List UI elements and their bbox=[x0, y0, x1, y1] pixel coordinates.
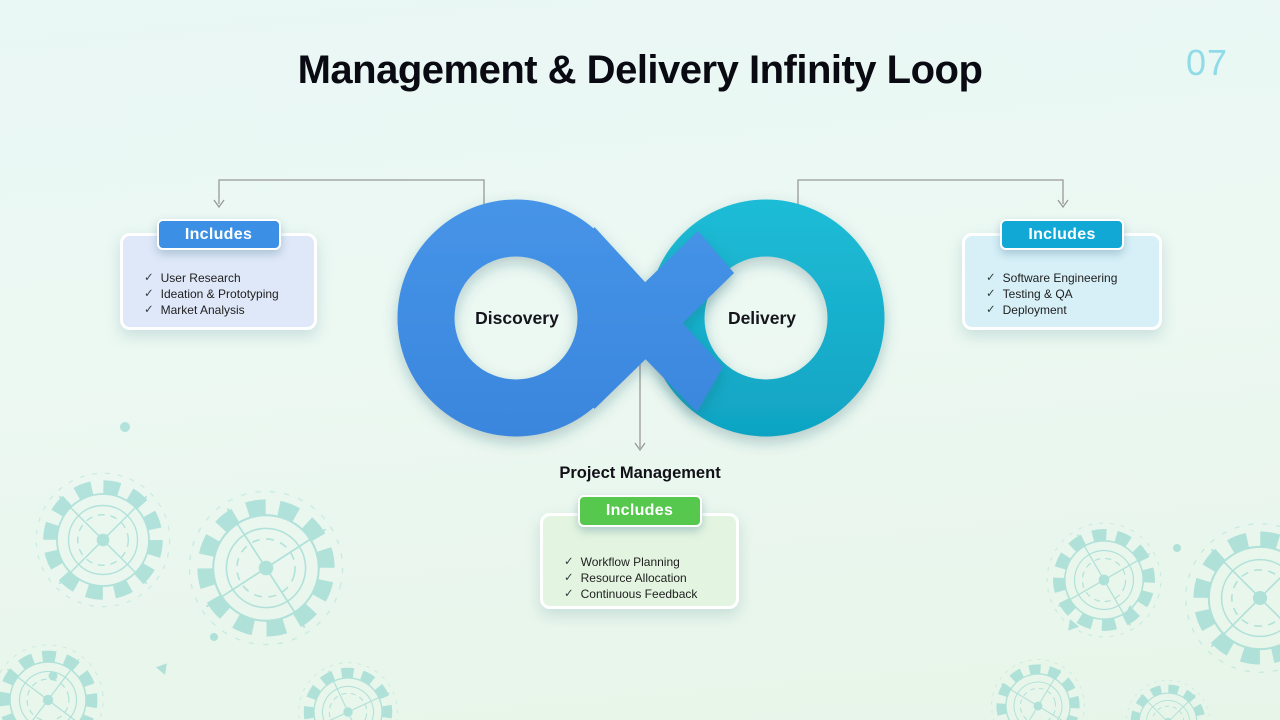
list-item-label: Testing & QA bbox=[1002, 287, 1073, 302]
list-item: ✓ User Research bbox=[144, 270, 304, 286]
page-title: Management & Delivery Infinity Loop bbox=[297, 48, 983, 92]
includes-badge: Includes bbox=[156, 219, 281, 250]
includes-card: ✓ User Research ✓ Ideation & Prototyping ✓… bbox=[120, 233, 317, 330]
list-item: ✓ Market Analysis bbox=[144, 302, 304, 318]
check-icon: ✓ bbox=[144, 304, 154, 317]
connector-discovery bbox=[218, 179, 485, 206]
list-item-label: Continuous Feedback bbox=[580, 587, 698, 602]
list-item-label: Market Analysis bbox=[160, 303, 245, 318]
list-item-label: Resource Allocation bbox=[580, 571, 687, 586]
check-icon: ✓ bbox=[144, 288, 154, 301]
list-item: ✓ Testing & QA bbox=[986, 286, 1149, 302]
check-icon: ✓ bbox=[144, 272, 154, 284]
includes-list: ✓ Software Engineering ✓ Testing & QA ✓ Dep… bbox=[986, 270, 1149, 319]
arrowhead-icon bbox=[1057, 199, 1069, 209]
loop-label-discovery: Discovery bbox=[475, 308, 559, 328]
list-item: ✓ Continuous Feedback bbox=[564, 586, 726, 602]
includes-badge: Includes bbox=[577, 495, 702, 527]
loop-label-delivery: Delivery bbox=[727, 308, 797, 328]
gear-decoration-bottom-left bbox=[0, 422, 411, 720]
page-number: 07 bbox=[1185, 42, 1228, 83]
check-icon: ✓ bbox=[986, 272, 996, 284]
panel-project-management: Includes ✓ Workflow Planning ✓ Resource Al… bbox=[540, 495, 739, 609]
list-item-label: User Research bbox=[160, 271, 241, 285]
includes-card: ✓ Software Engineering ✓ Testing & QA ✓ Dep… bbox=[962, 233, 1162, 330]
panel-discovery: Includes ✓ User Research ✓ Ideation & Prot… bbox=[120, 219, 317, 330]
check-icon: ✓ bbox=[986, 304, 996, 317]
check-icon: ✓ bbox=[564, 588, 574, 601]
check-icon: ✓ bbox=[564, 556, 574, 568]
list-item-label: Deployment bbox=[1002, 303, 1067, 318]
arrowhead-icon bbox=[213, 199, 225, 209]
connectors bbox=[213, 179, 1069, 452]
arrowhead-icon bbox=[634, 442, 646, 452]
list-item-label: Ideation & Prototyping bbox=[160, 287, 279, 302]
list-item-label: Software Engineering bbox=[1002, 271, 1118, 285]
list-item: ✓ Software Engineering bbox=[986, 270, 1149, 286]
list-item: ✓ Workflow Planning bbox=[564, 554, 726, 570]
project-management-label: Project Management bbox=[559, 464, 721, 482]
list-item: ✓ Resource Allocation bbox=[564, 570, 726, 586]
connector-delivery bbox=[797, 179, 1064, 206]
check-icon: ✓ bbox=[564, 572, 574, 585]
includes-card: ✓Workflow Planning ✓Resource Allocation … bbox=[540, 513, 739, 609]
check-icon: ✓ bbox=[986, 288, 996, 301]
list-item: ✓ Ideation & Prototyping bbox=[144, 286, 304, 302]
includes-list: ✓ User Research ✓ Ideation & Prototyping ✓… bbox=[144, 270, 304, 319]
gear-decoration-bottom-right bbox=[982, 510, 1280, 720]
panel-delivery: Includes ✓ Software Engineering ✓ Testing … bbox=[962, 219, 1162, 330]
list-item: ✓ Deployment bbox=[986, 302, 1149, 318]
includes-badge: Includes bbox=[1000, 219, 1124, 250]
includes-list: ✓Workflow Planning ✓Resource Allocation … bbox=[564, 554, 726, 603]
list-item-label: Workflow Planning bbox=[580, 555, 680, 569]
